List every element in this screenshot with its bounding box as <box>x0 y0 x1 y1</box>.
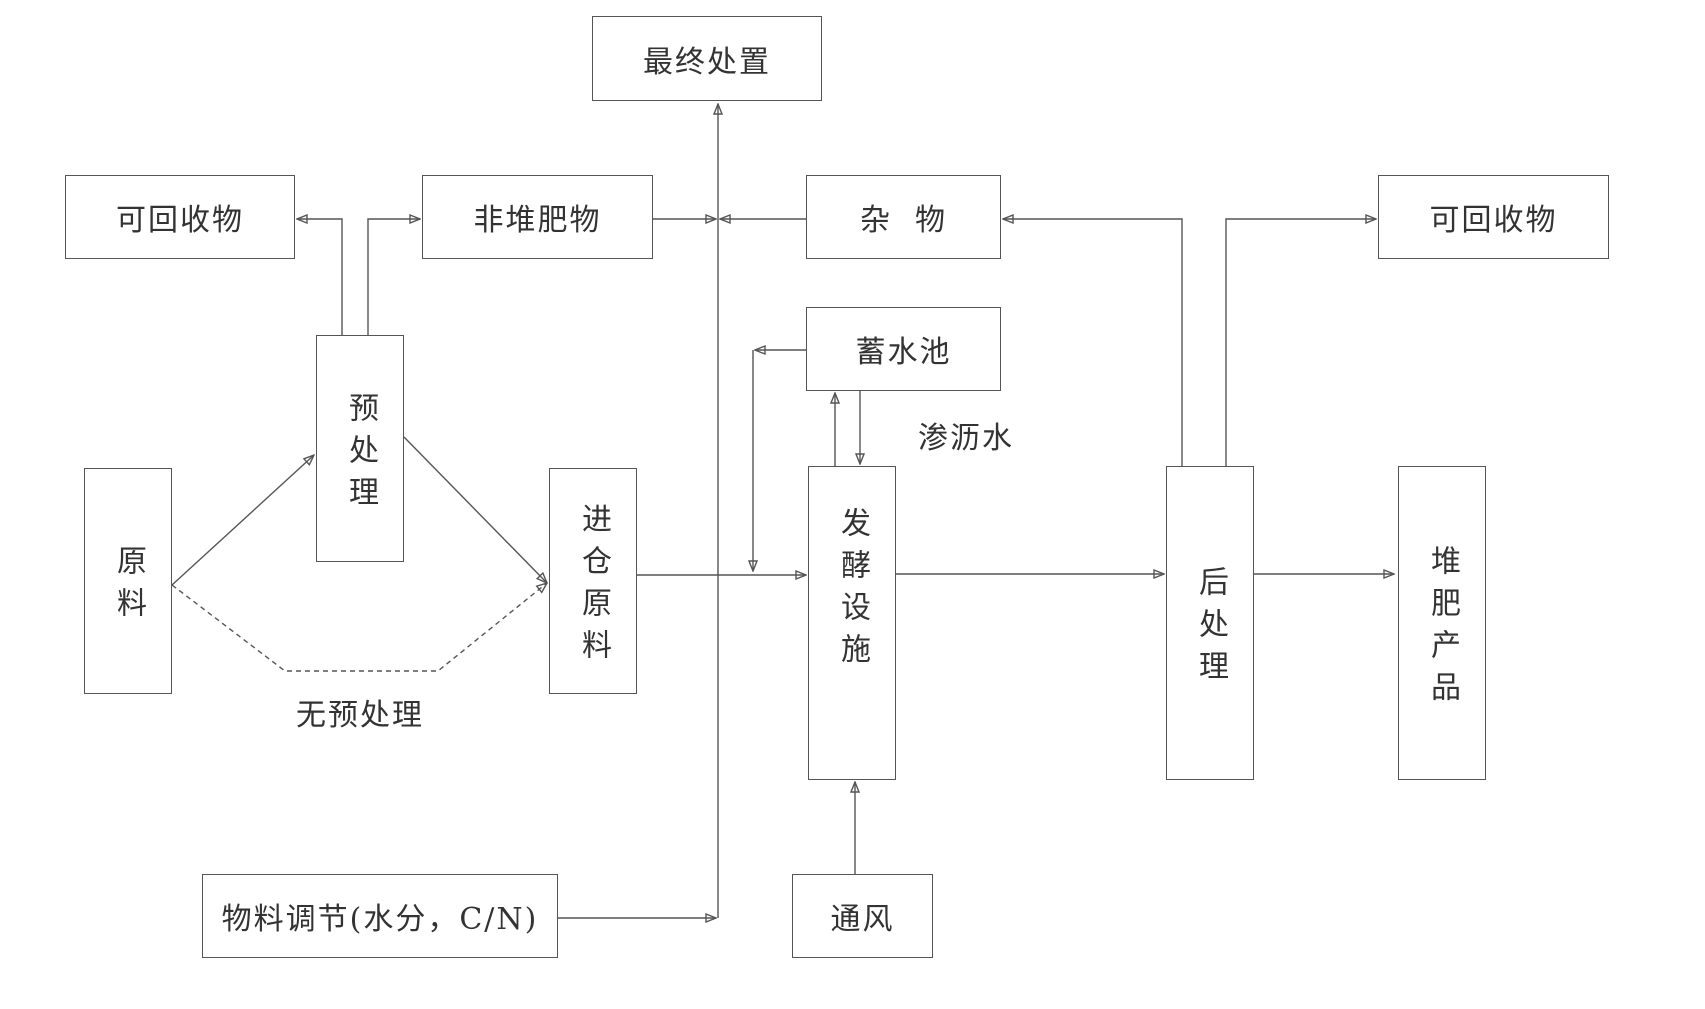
arrow-pretreatment-to-recyclables-left <box>297 219 343 335</box>
post-treatment-label: 后处理 <box>1193 566 1228 692</box>
reservoir-label: 蓄水池 <box>855 335 952 370</box>
fermentation-facility-box: 发酵设施 <box>808 466 896 780</box>
arrow-no-pretreatment-dashed <box>171 583 547 672</box>
compost-product-box: 堆肥产品 <box>1398 466 1486 780</box>
no-pretreatment-label: 无预处理 <box>296 698 424 733</box>
arrow-post-treatment-to-recyclables-right <box>1225 219 1376 466</box>
fermentation-facility-label: 发酵设施 <box>835 507 870 675</box>
non-compostables-box: 非堆肥物 <box>422 175 653 259</box>
recyclables-right-label: 可回收物 <box>1429 203 1558 238</box>
post-treatment-box: 后处理 <box>1166 466 1254 780</box>
final-disposal-box: 最终处置 <box>592 16 822 101</box>
feed-material-label: 进仓原料 <box>576 503 611 671</box>
raw-material-label: 原料 <box>111 545 146 629</box>
material-adjustment-label: 物料调节(水分，C/N) <box>221 902 539 937</box>
impurities-label: 杂 物 <box>859 203 948 238</box>
leachate-label: 渗沥水 <box>918 421 1014 456</box>
impurities-box: 杂 物 <box>806 175 1001 259</box>
arrow-raw-material-to-pretreatment <box>171 455 314 586</box>
raw-material-box: 原料 <box>84 468 172 694</box>
compost-product-label: 堆肥产品 <box>1425 545 1460 713</box>
arrow-pretreatment-to-non-compostables <box>367 219 420 335</box>
recyclables-left-box: 可回收物 <box>65 175 295 259</box>
aeration-box: 通风 <box>792 874 933 958</box>
pretreatment-label: 预处理 <box>343 391 378 518</box>
arrow-post-treatment-to-impurities <box>1003 219 1183 466</box>
pretreatment-box: 预处理 <box>316 335 404 562</box>
final-disposal-label: 最终处置 <box>643 44 771 80</box>
aeration-label: 通风 <box>830 902 895 937</box>
feed-material-box: 进仓原料 <box>549 468 637 694</box>
recyclables-right-box: 可回收物 <box>1378 175 1609 259</box>
reservoir-box: 蓄水池 <box>806 307 1001 391</box>
material-adjustment-box: 物料调节(水分，C/N) <box>202 874 558 958</box>
recyclables-left-label: 可回收物 <box>116 203 244 238</box>
arrow-pretreatment-to-feed-material <box>403 436 547 583</box>
non-compostables-label: 非堆肥物 <box>473 203 602 238</box>
